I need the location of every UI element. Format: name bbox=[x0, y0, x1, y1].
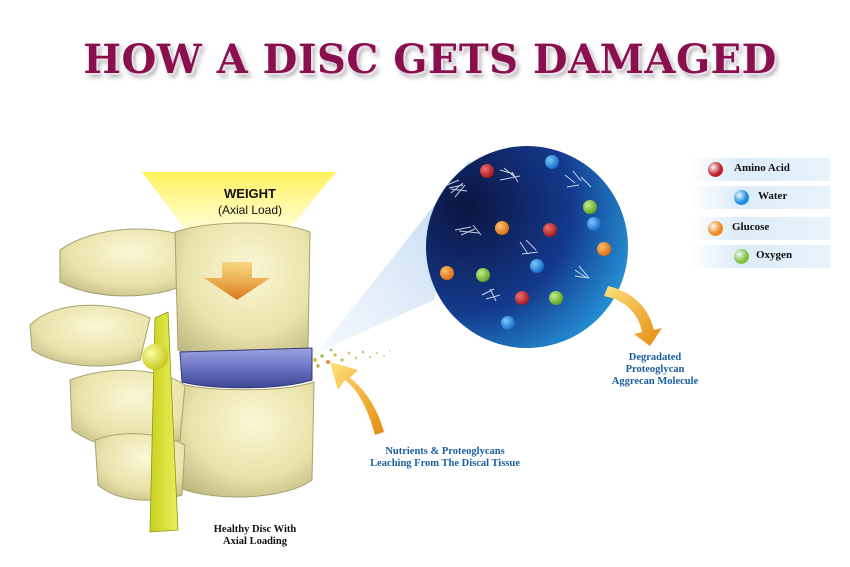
oxygen-dot-icon bbox=[734, 249, 749, 264]
legend-item-glucose: Glucose bbox=[690, 217, 830, 240]
nutrients-caption-line2: Leaching From The Discal Tissue bbox=[370, 458, 520, 469]
degraded-caption-line3: Aggrecan Molecule bbox=[611, 376, 699, 387]
water-dot-icon bbox=[734, 190, 749, 205]
legend-label: Amino Acid bbox=[734, 162, 790, 174]
healthy-caption: Healthy Disc With Axial Loading bbox=[190, 524, 320, 548]
weight-subtitle: (Axial Load) bbox=[217, 203, 283, 217]
nutrients-caption-line1: Nutrients & Proteoglycans bbox=[385, 446, 505, 457]
degraded-curved-arrow bbox=[604, 286, 662, 346]
page-title: HOW A DISC GETS DAMAGED bbox=[83, 36, 777, 83]
amino-acid-dot-icon bbox=[708, 162, 723, 177]
degraded-caption-line1: Degradated bbox=[628, 352, 682, 363]
weight-title: WEIGHT bbox=[224, 186, 276, 201]
nutrient-curved-arrow bbox=[330, 362, 384, 435]
weight-funnel bbox=[142, 172, 336, 262]
degraded-caption: Degradated Proteoglycan Aggrecan Molecul… bbox=[600, 352, 710, 388]
healthy-caption-line2: Axial Loading bbox=[223, 536, 287, 547]
nutrients-caption: Nutrients & Proteoglycans Leaching From … bbox=[345, 446, 545, 470]
weight-arrow bbox=[204, 262, 270, 300]
legend-label: Water bbox=[758, 190, 788, 202]
proteoglycan-fibers bbox=[446, 167, 592, 302]
legend-item-water: Water bbox=[690, 186, 830, 209]
legend-label: Glucose bbox=[732, 221, 770, 233]
weight-label: WEIGHT (Axial Load) bbox=[170, 186, 330, 217]
legend-label: Oxygen bbox=[756, 249, 793, 261]
magnified-view bbox=[426, 146, 628, 348]
leaching-particles bbox=[312, 348, 391, 368]
molecules bbox=[440, 155, 611, 330]
glucose-dot-icon bbox=[708, 221, 723, 236]
legend-item-amino-acid: Amino Acid bbox=[690, 158, 830, 181]
nerve-root bbox=[142, 344, 168, 370]
healthy-caption-line1: Healthy Disc With bbox=[213, 524, 297, 535]
legend-item-oxygen: Oxygen bbox=[690, 245, 830, 268]
degraded-caption-line2: Proteoglycan bbox=[625, 364, 685, 375]
magnify-cone bbox=[318, 160, 470, 352]
